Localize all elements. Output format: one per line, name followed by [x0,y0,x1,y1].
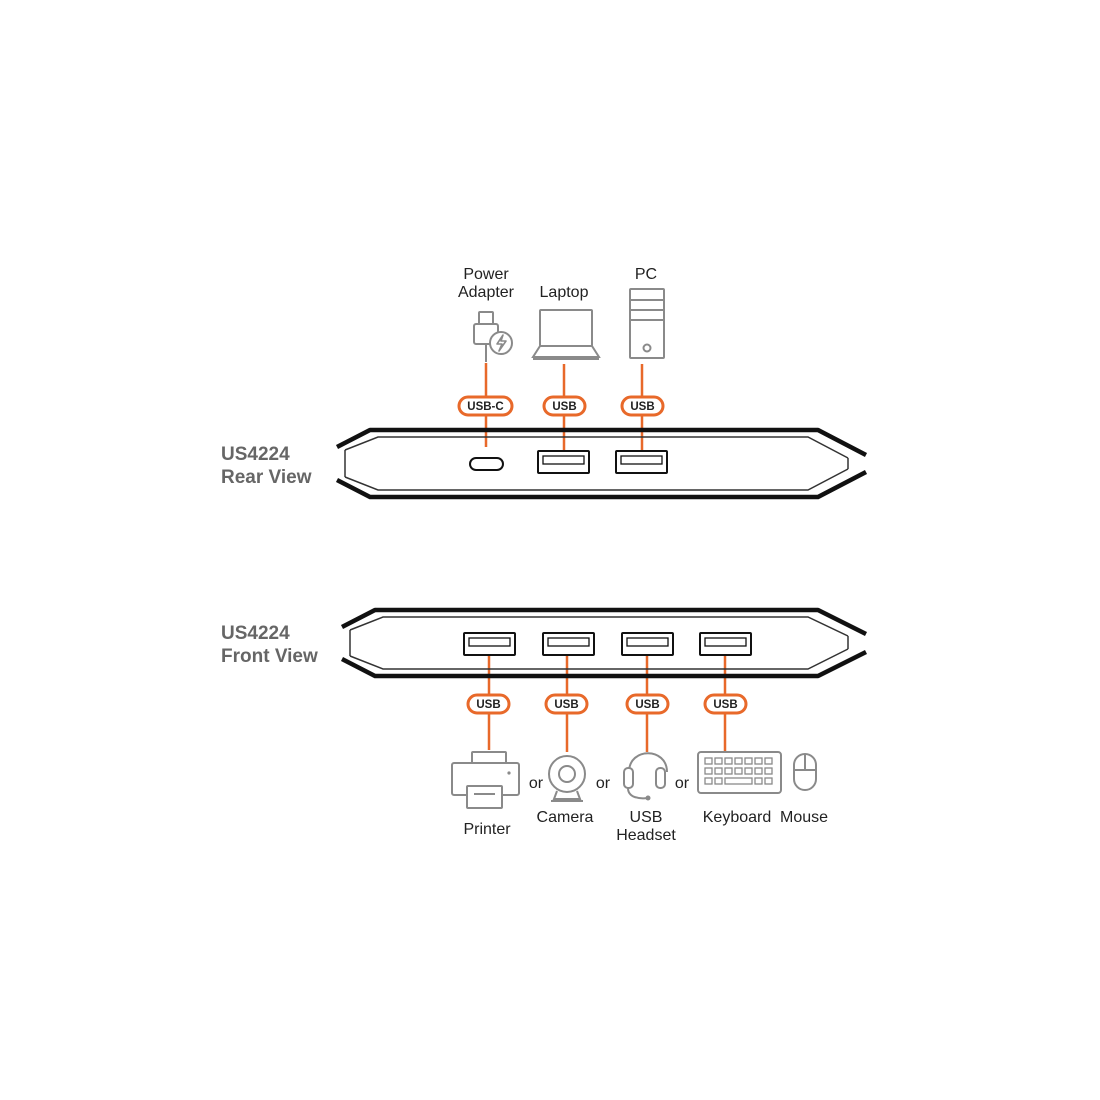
svg-text:USB-C: USB-C [467,401,503,413]
front-usb2-port[interactable] [542,632,595,656]
headset-label-line1: USB [630,809,663,826]
svg-text:USB: USB [476,699,500,711]
headset-label-line2: Headset [616,827,676,844]
rear-usb2-badge: USB [620,395,665,417]
pc-icon [629,288,665,359]
svg-text:USB: USB [554,699,578,711]
power-adapter-icon [473,311,513,362]
rear-title-model: US4224 [221,444,290,465]
power-adapter-label-line1: Power [463,266,509,283]
keyboard-label: Keyboard [703,809,772,826]
front-usb1-badge: USB [466,693,511,715]
camera-icon [548,755,586,802]
rear-device-body [335,427,868,500]
separator-or-1: or [529,775,544,792]
front-device-body [340,607,868,679]
front-view: US4224 Front View [221,607,868,844]
camera-label: Camera [537,809,594,826]
separator-or-2: or [596,775,611,792]
svg-text:USB: USB [552,401,576,413]
rear-usb1-badge: USB [542,395,587,417]
front-usb2-badge: USB [544,693,589,715]
front-usb3-port[interactable] [621,632,674,656]
front-title-view: Front View [221,646,318,667]
rear-view: US4224 Rear View Power Adapter Laptop PC [221,266,868,500]
svg-text:USB: USB [635,699,659,711]
svg-text:USB: USB [713,699,737,711]
laptop-label: Laptop [540,284,589,301]
front-usb3-badge: USB [625,693,670,715]
printer-label: Printer [463,821,511,838]
front-title-model: US4224 [221,623,290,644]
mouse-label: Mouse [780,809,828,826]
printer-icon [451,751,520,809]
rear-usb2-port[interactable] [615,450,668,474]
rear-usbc-port[interactable] [469,457,504,471]
separator-or-3: or [675,775,690,792]
front-usb4-port[interactable] [699,632,752,656]
headset-icon [623,752,668,801]
front-usb4-badge: USB [703,693,748,715]
rear-usbc-badge: USB-C [457,395,514,417]
rear-usb1-port[interactable] [537,450,590,474]
keyboard-icon [697,751,782,794]
pc-label: PC [635,266,657,283]
rear-title-view: Rear View [221,467,312,488]
power-adapter-label-line2: Adapter [458,284,515,301]
mouse-icon [793,753,817,791]
laptop-icon [531,309,601,360]
front-usb1-port[interactable] [463,632,516,656]
svg-text:USB: USB [630,401,654,413]
